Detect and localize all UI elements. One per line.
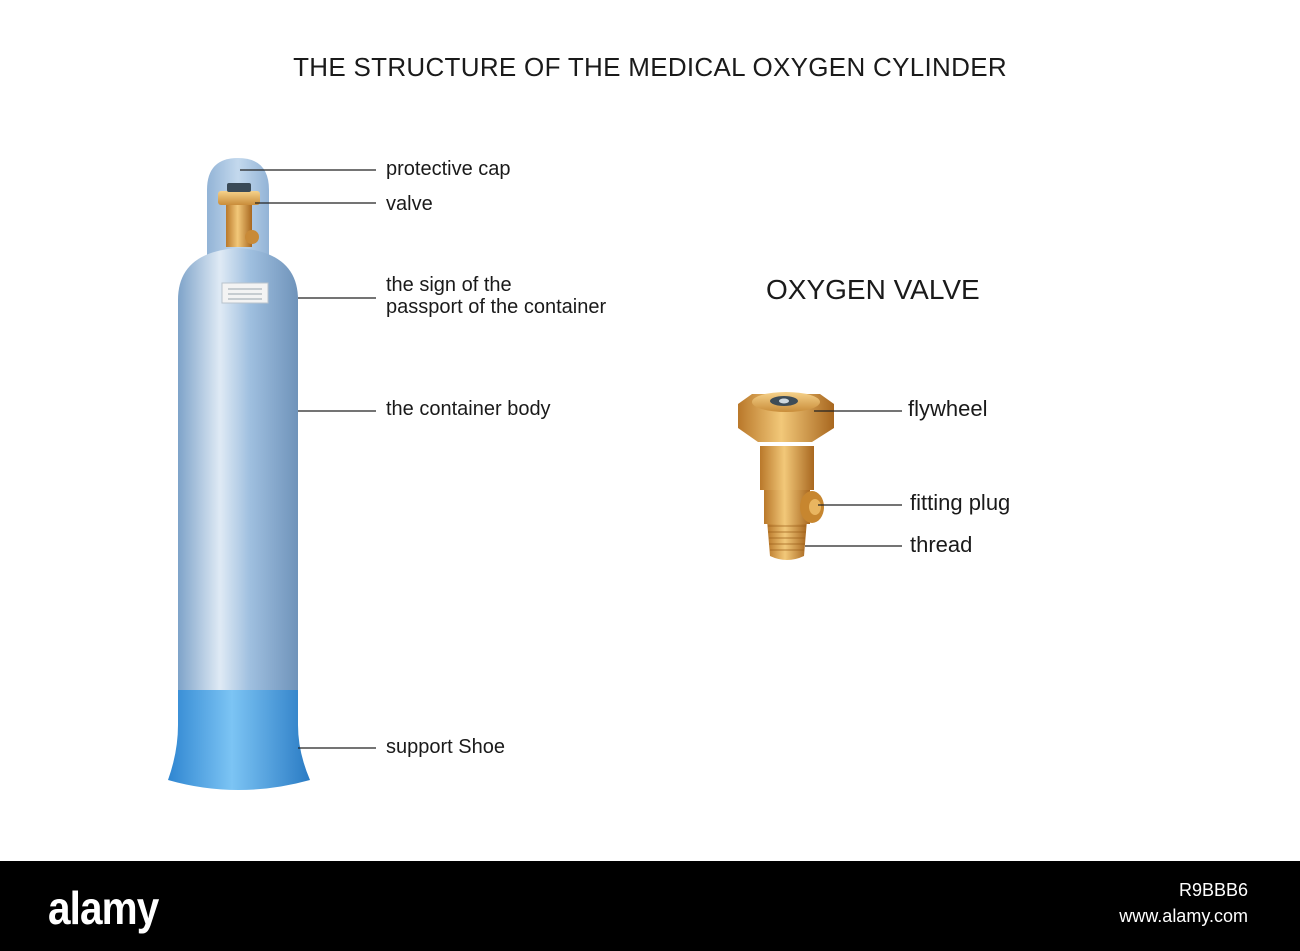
cap-valve-shape <box>218 183 260 247</box>
container-body-shape <box>178 248 298 700</box>
diagram-title: THE STRUCTURE OF THE MEDICAL OXYGEN CYLI… <box>293 52 1007 82</box>
valve-hex-shape <box>760 446 814 490</box>
label-passport-sign-line2: passport of the container <box>386 296 607 318</box>
label-support-shoe: support Shoe <box>386 736 505 758</box>
label-protective-cap: protective cap <box>386 158 511 180</box>
site-url: www.alamy.com <box>1119 906 1248 926</box>
label-container-body: the container body <box>386 398 551 420</box>
alamy-logo: alamy <box>48 882 159 934</box>
label-valve: valve <box>386 193 433 215</box>
label-fitting-plug: fitting plug <box>910 490 1011 515</box>
image-info: R9BBB6 www.alamy.com <box>1119 877 1248 929</box>
valve-section-title: OXYGEN VALVE <box>766 274 980 305</box>
footer-bar: alamy R9BBB6 www.alamy.com <box>0 861 1300 951</box>
oxygen-cylinder <box>168 158 310 790</box>
support-shoe-shape <box>168 690 310 790</box>
label-flywheel: flywheel <box>908 396 988 421</box>
cylinder-leader-lines <box>240 169 376 749</box>
valve-leader-lines <box>805 410 902 547</box>
label-thread: thread <box>910 532 973 557</box>
passport-plate <box>221 282 269 304</box>
image-id: R9BBB6 <box>1178 880 1248 900</box>
label-passport-sign-line1: the sign of the <box>386 274 512 296</box>
oxygen-valve <box>738 392 834 560</box>
